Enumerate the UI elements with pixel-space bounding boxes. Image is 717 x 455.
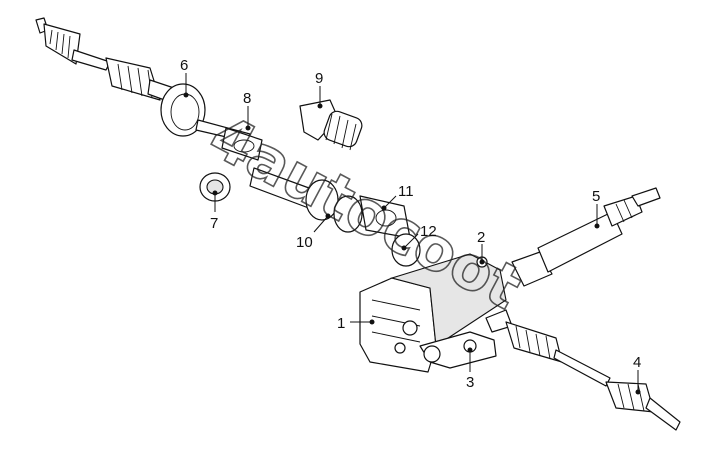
callout-9: 9	[315, 70, 323, 87]
callout-leaders	[183, 73, 641, 395]
callout-5: 5	[592, 188, 600, 205]
callout-8: 8	[243, 90, 251, 107]
callout-labels: 1 2 3 4 5 6 7 8 9 10 11 12	[180, 57, 641, 391]
left-drive-shaft	[35, 17, 175, 103]
boot-9	[299, 99, 363, 151]
bracket-3	[419, 331, 497, 369]
transfer-case-1	[359, 253, 507, 373]
flange-8	[221, 127, 263, 161]
callout-3: 3	[466, 374, 474, 391]
callout-6: 6	[180, 57, 188, 74]
callout-7: 7	[210, 215, 218, 232]
callout-12: 12	[420, 223, 437, 240]
callout-1: 1	[337, 315, 345, 332]
right-drive-shaft-4	[485, 309, 681, 431]
propeller-shaft-5	[511, 187, 661, 287]
callout-2: 2	[477, 229, 485, 246]
callout-10: 10	[296, 234, 313, 251]
callout-11: 11	[398, 183, 414, 200]
cv-joint-6	[160, 83, 251, 143]
callout-4: 4	[633, 354, 641, 371]
center-shaft-assembly	[249, 167, 421, 267]
bearing-7	[199, 172, 231, 202]
